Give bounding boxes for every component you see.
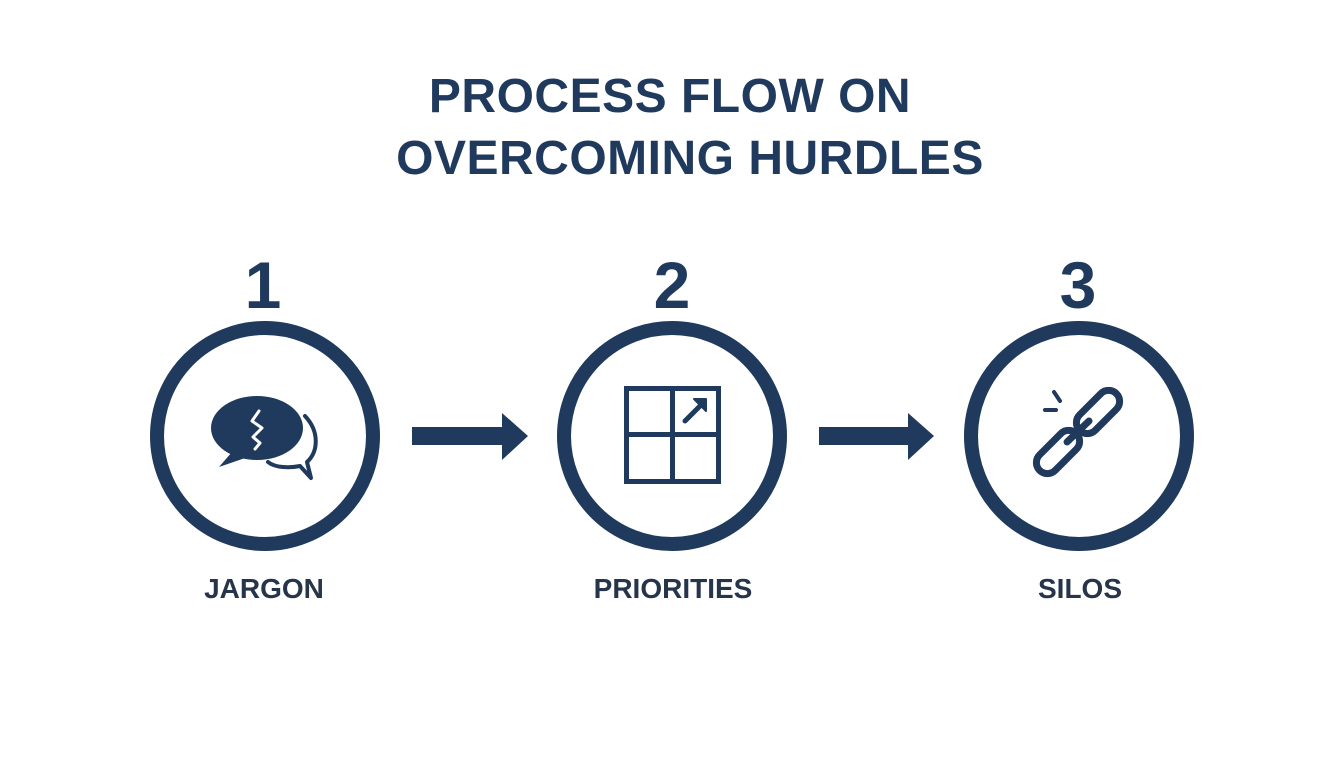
- grid-matrix-arrow-icon: [624, 386, 721, 484]
- step-number-1: 1: [244, 248, 282, 322]
- step-1-node: [150, 321, 380, 551]
- step-2-circle: [557, 321, 787, 551]
- step-number-3: 3: [1059, 248, 1097, 322]
- step-2-node: [557, 321, 787, 551]
- broken-chain-link-icon: [1032, 386, 1124, 478]
- step-1-circle: [150, 321, 380, 551]
- speech-bubbles-lightning-icon: [211, 396, 318, 480]
- diagram-title: PROCESS FLOW ON OVERCOMING HURDLES: [0, 66, 1344, 190]
- step-label-priorities: PRIORITIES: [593, 573, 753, 604]
- title-line-2: OVERCOMING HURDLES: [396, 132, 984, 185]
- step-3-node: [964, 321, 1194, 551]
- arrow-right-icon: [819, 413, 934, 460]
- step-3-circle: [964, 321, 1194, 551]
- step-label-jargon: JARGON: [204, 573, 324, 604]
- step-label-silos: SILOS: [1037, 573, 1122, 604]
- title-line-1: PROCESS FLOW ON: [428, 70, 912, 123]
- arrow-right-icon: [412, 413, 528, 460]
- step-number-2: 2: [653, 248, 691, 322]
